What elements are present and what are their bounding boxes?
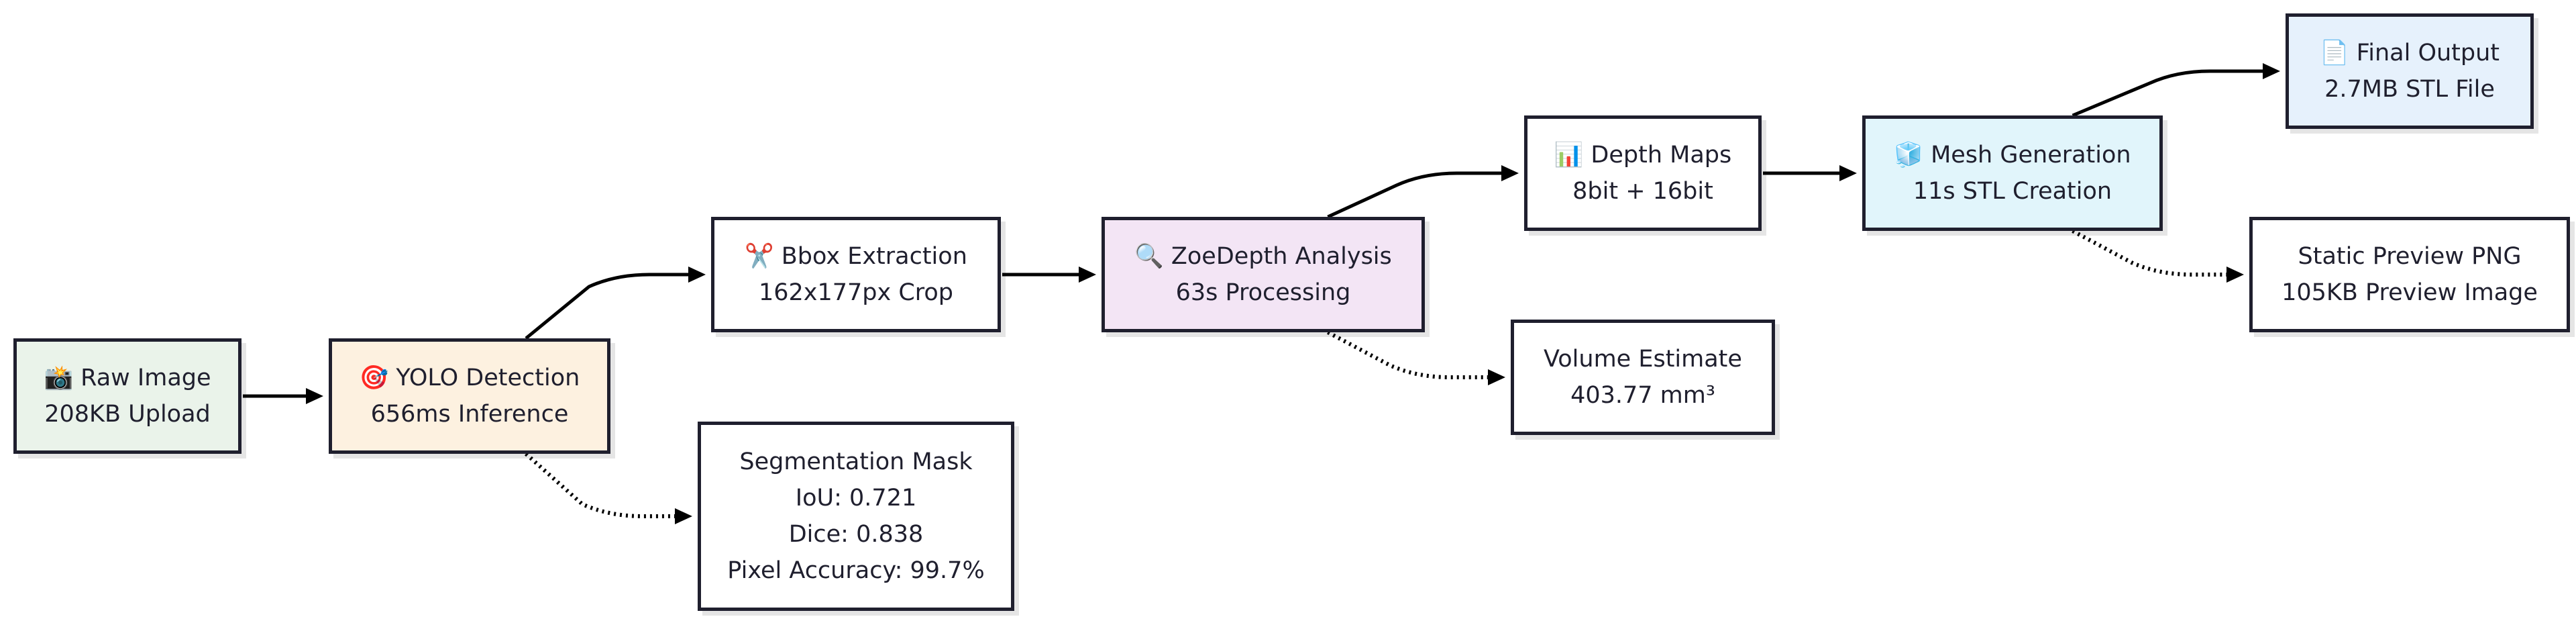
node-seg-line-0: Segmentation Mask — [739, 448, 973, 475]
node-yolo: 🎯 YOLO Detection 656ms Inference — [329, 338, 610, 454]
edge-raw-to-yolo-arrowhead — [306, 388, 323, 404]
edge-mesh-to-preview-arrowhead — [2226, 267, 2244, 283]
edge-bbox-to-zoe-arrowhead — [1079, 267, 1096, 283]
node-mesh: 🧊 Mesh Generation 11s STL Creation — [1862, 115, 2163, 231]
node-volume-line-0: Volume Estimate — [1544, 346, 1742, 373]
node-mesh-line-0: 🧊 Mesh Generation — [1894, 142, 2131, 169]
edge-mesh-to-final-arrowhead — [2263, 63, 2280, 79]
node-preview-line-0: Static Preview PNG — [2298, 243, 2522, 270]
edge-depth-to-mesh-arrowhead — [1839, 165, 1857, 181]
node-yolo-line-1: 656ms Inference — [370, 401, 569, 428]
node-final-line-0: 📄 Final Output — [2319, 40, 2500, 66]
edge-zoe-to-depth — [1327, 171, 1505, 219]
edge-mesh-to-final — [2072, 69, 2267, 117]
node-zoe-line-1: 63s Processing — [1175, 279, 1351, 306]
node-zoe: 🔍 ZoeDepth Analysis 63s Processing — [1102, 217, 1425, 332]
node-depth-line-1: 8bit + 16bit — [1572, 178, 1713, 205]
edge-yolo-to-seg — [525, 452, 679, 518]
node-seg-line-3: Pixel Accuracy: 99.7% — [727, 557, 985, 584]
node-mesh-line-1: 11s STL Creation — [1913, 178, 2112, 205]
node-volume-line-1: 403.77 mm³ — [1570, 382, 1715, 409]
node-raw: 📸 Raw Image 208KB Upload — [13, 338, 241, 454]
node-seg-line-2: Dice: 0.838 — [788, 521, 924, 548]
node-depth-line-0: 📊 Depth Maps — [1554, 142, 1732, 169]
node-final: 📄 Final Output 2.7MB STL File — [2286, 13, 2534, 129]
node-final-line-1: 2.7MB STL File — [2324, 76, 2495, 103]
node-seg-line-1: IoU: 0.721 — [795, 485, 917, 512]
node-bbox-line-1: 162x177px Crop — [758, 279, 954, 306]
node-preview: Static Preview PNG 105KB Preview Image — [2249, 217, 2570, 332]
node-preview-line-1: 105KB Preview Image — [2282, 279, 2538, 306]
edge-yolo-to-seg-arrowhead — [675, 508, 692, 524]
node-depth: 📊 Depth Maps 8bit + 16bit — [1524, 115, 1762, 231]
node-bbox: ✂️ Bbox Extraction 162x177px Crop — [711, 217, 1001, 332]
node-yolo-line-0: 🎯 YOLO Detection — [359, 365, 580, 391]
edge-zoe-to-depth-arrowhead — [1501, 165, 1519, 181]
edge-yolo-to-bbox — [525, 273, 692, 340]
node-raw-line-1: 208KB Upload — [44, 401, 211, 428]
node-zoe-line-0: 🔍 ZoeDepth Analysis — [1134, 243, 1392, 270]
edge-zoe-to-volume — [1326, 330, 1492, 379]
edge-yolo-to-bbox-arrowhead — [688, 267, 706, 283]
node-bbox-line-0: ✂️ Bbox Extraction — [745, 243, 967, 270]
edge-zoe-to-volume-arrowhead — [1488, 369, 1505, 385]
node-volume: Volume Estimate 403.77 mm³ — [1511, 320, 1775, 435]
node-raw-line-0: 📸 Raw Image — [44, 365, 211, 391]
edge-mesh-to-preview — [2072, 229, 2231, 277]
